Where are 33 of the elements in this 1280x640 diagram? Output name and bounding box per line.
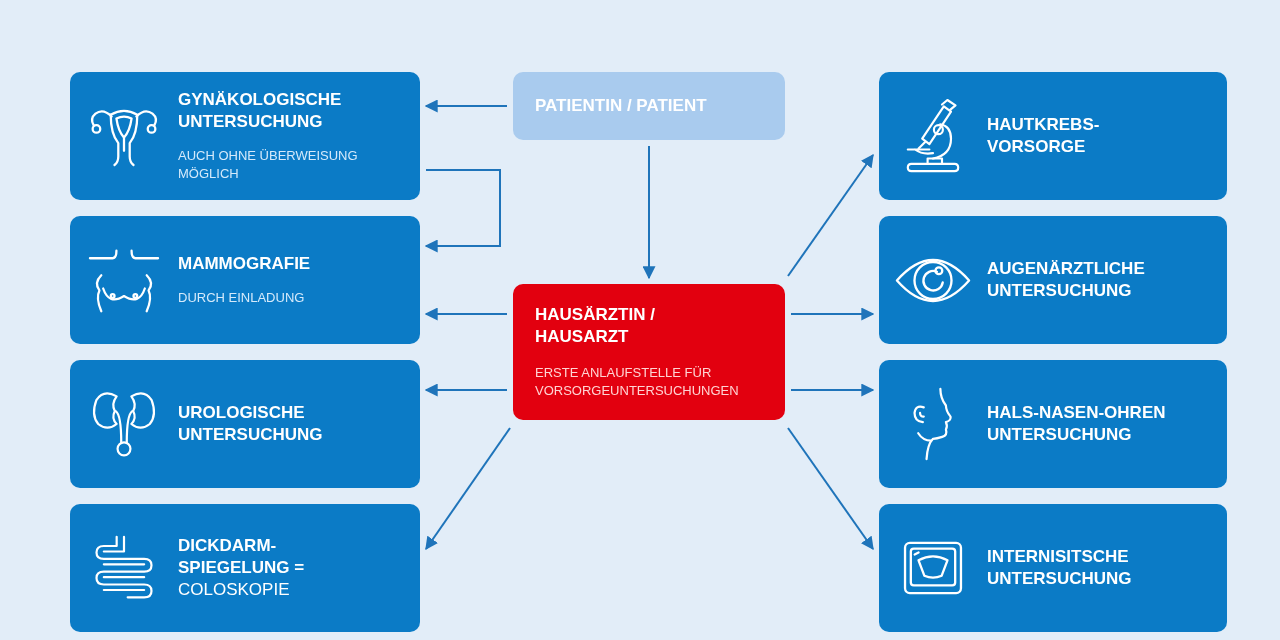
card-title: GYNÄKOLOGISCHE UNTERSUCHUNG <box>178 89 343 133</box>
arrow <box>424 383 508 397</box>
arrow <box>790 307 875 321</box>
exam-card <box>879 72 1227 200</box>
arrow <box>787 153 874 277</box>
arrow <box>425 427 511 551</box>
arrow <box>424 99 508 113</box>
arrow <box>642 145 656 280</box>
card-title: UROLOGISCHE UNTERSUCHUNG <box>178 402 324 446</box>
exam-card <box>70 216 420 344</box>
card-title: AUGENÄRZTLICHE UNTERSUCHUNG <box>987 258 1146 302</box>
card-subtitle: AUCH OHNE ÜBERWEISUNG MÖGLICH <box>178 147 359 183</box>
card-title: INTERNISITSCHE UNTERSUCHUNG <box>987 546 1133 590</box>
arrow <box>424 169 501 253</box>
patient-box <box>513 72 785 140</box>
card-subtitle: DURCH EINLADUNG <box>178 289 305 307</box>
card-title: HAUTKREBS- VORSORGE <box>987 114 1101 158</box>
card-subtitle: ERSTE ANLAUFSTELLE FÜR VORSORGEUNTERSUCHUNGEN <box>535 364 740 400</box>
card-title: DICKDARM- SPIEGELUNG = COLOSKOPIE <box>178 535 306 601</box>
exam-card <box>70 72 420 200</box>
exam-card <box>879 360 1227 488</box>
arrow <box>787 427 874 551</box>
exam-card <box>879 504 1227 632</box>
arrow <box>790 383 875 397</box>
exam-card <box>879 216 1227 344</box>
card-title: PATIENTIN / PATIENT <box>535 95 707 117</box>
exam-card <box>70 360 420 488</box>
exam-card <box>70 504 420 632</box>
card-title: MAMMOGRAFIE <box>178 253 311 275</box>
card-title: HALS-NASEN-OHREN UNTERSUCHUNG <box>987 402 1167 446</box>
card-title: HAUSÄRZTIN / HAUSARZT <box>535 304 656 348</box>
arrow <box>424 307 508 321</box>
doctor-box <box>513 284 785 420</box>
